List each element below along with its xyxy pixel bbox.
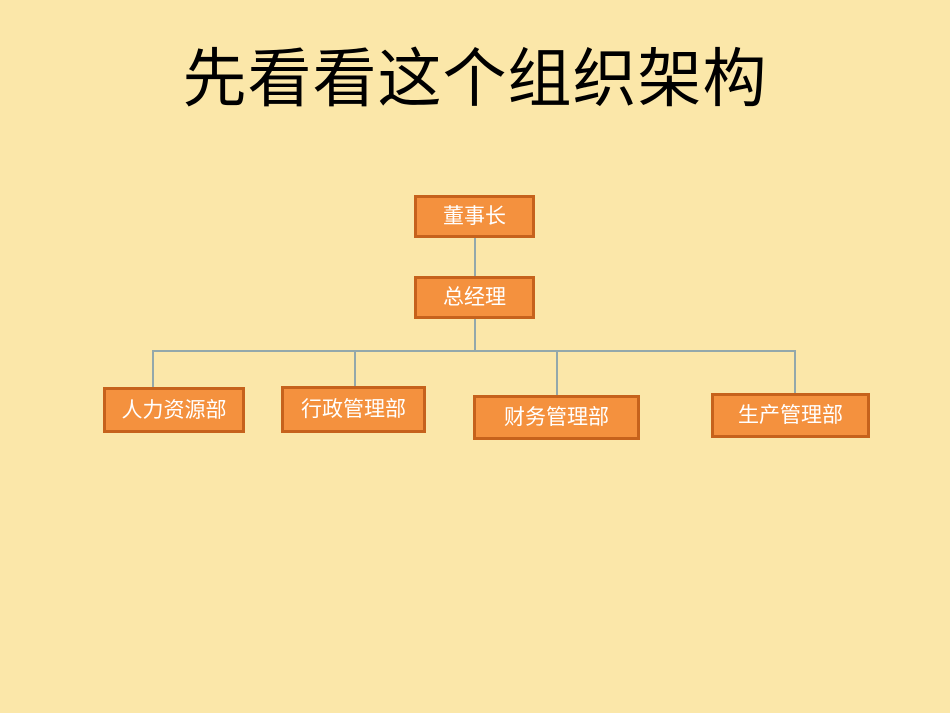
page-title: 先看看这个组织架构 <box>182 43 768 115</box>
connector-gm-to-bus <box>474 319 476 351</box>
org-node-chairman[interactable]: 董事长 <box>414 195 535 238</box>
org-node-label: 董事长 <box>443 205 506 228</box>
connector-bus-to-admin <box>354 350 356 386</box>
org-node-general-manager[interactable]: 总经理 <box>414 276 535 319</box>
connector-bus-to-production <box>794 350 796 393</box>
org-node-label: 生产管理部 <box>738 404 843 427</box>
connector-bus-to-finance <box>556 350 558 395</box>
connector-chairman-to-gm <box>474 238 476 276</box>
org-node-production[interactable]: 生产管理部 <box>711 393 870 438</box>
connector-bus-to-hr <box>152 350 154 387</box>
org-node-finance[interactable]: 财务管理部 <box>473 395 640 440</box>
org-node-label: 人力资源部 <box>121 398 227 422</box>
org-node-human-resources[interactable]: 人力资源部 <box>103 387 245 433</box>
org-node-administration[interactable]: 行政管理部 <box>281 386 426 433</box>
org-node-label: 财务管理部 <box>504 406 609 429</box>
org-node-label: 行政管理部 <box>301 398 406 421</box>
org-node-label: 总经理 <box>443 286 506 309</box>
connector-horizontal-bus <box>152 350 796 352</box>
